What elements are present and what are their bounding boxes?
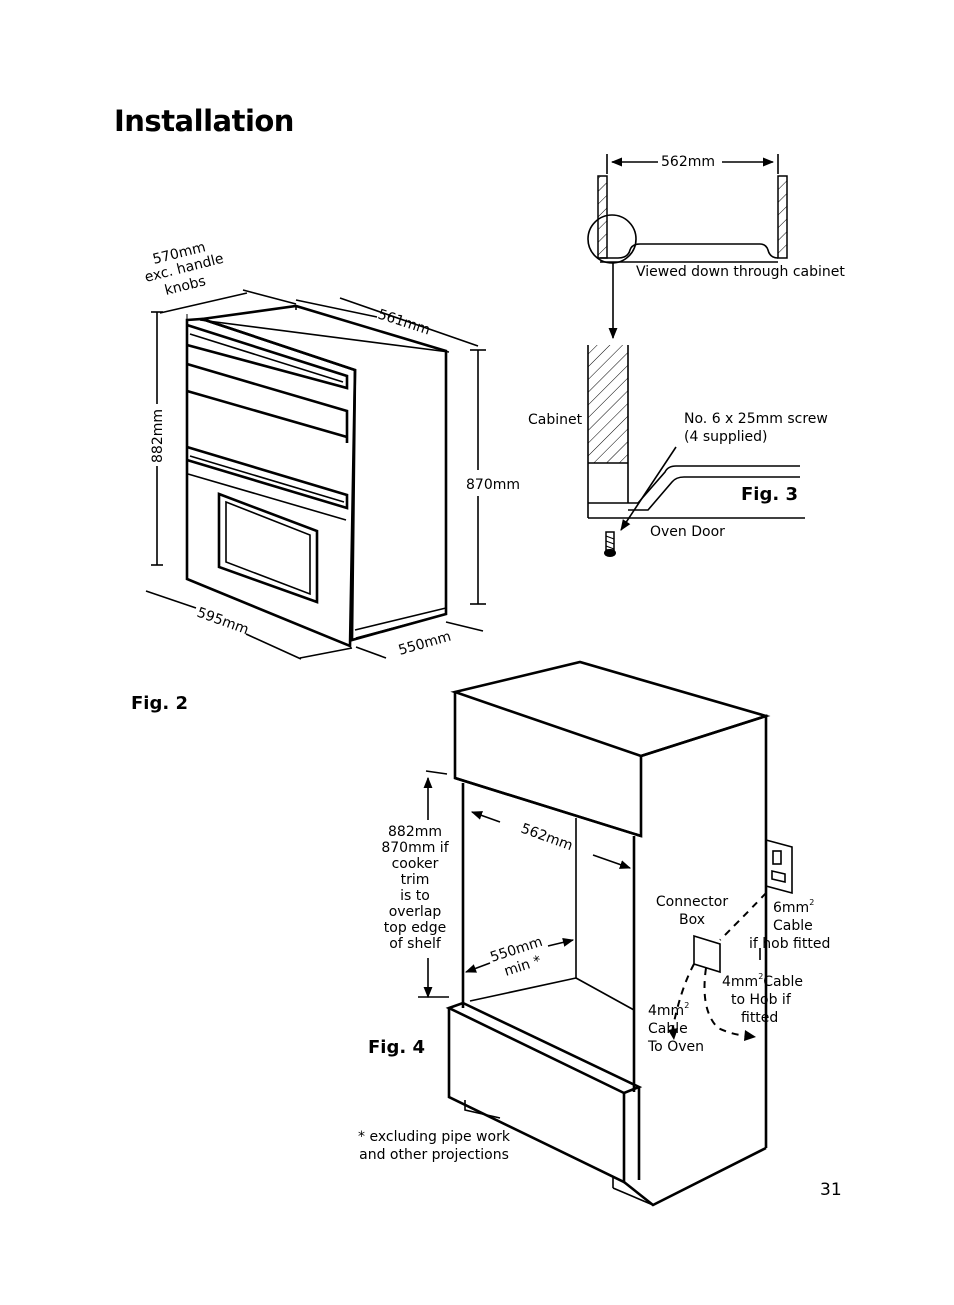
depth-bottom-label: 550mm — [397, 629, 453, 659]
cabinet-label: Cabinet — [528, 412, 583, 428]
fig4-height-line-8: of shelf — [389, 936, 442, 952]
figure-4-housing-unit: 882mm 870mm if cooker trim is to overlap… — [358, 660, 830, 1207]
figure-2-oven-dimensions: 570mm exc. handle knobs 561mm 882mm — [131, 239, 520, 714]
cable-4mm-hob-line-2: to Hob if — [731, 992, 792, 1008]
screw-label-line-2: (4 supplied) — [684, 429, 768, 445]
fig3-width-label: 562mm — [661, 154, 715, 170]
cable-4mm-hob-line-3: fitted — [741, 1010, 778, 1026]
cable-6mm-line-3: if hob fitted — [749, 936, 830, 952]
viewed-down-note: Viewed down through cabinet — [636, 264, 845, 280]
cable-6mm-line-2: Cable — [773, 918, 813, 934]
oven-door-label: Oven Door — [650, 524, 725, 540]
dimension-561mm: 561mm — [295, 297, 479, 347]
cable-6mm-label: 6mm2 — [773, 898, 814, 916]
figure-3-cabinet-fixing: 562mm Viewed down through cabinet — [528, 154, 845, 557]
fig4-height-line-6: overlap — [389, 904, 442, 920]
footnote-line-2: and other projections — [359, 1147, 509, 1163]
dimension-882mm: 882mm — [150, 311, 166, 566]
plan-view-drawing — [587, 175, 788, 340]
page-title: Installation — [114, 104, 294, 138]
screw-icon — [604, 531, 616, 557]
cable-4mm-oven-line-3: To Oven — [647, 1039, 704, 1055]
dimension-562mm-fig3: 562mm — [606, 154, 779, 174]
dimension-570mm: 570mm exc. handle knobs — [143, 239, 297, 319]
connector-box-label-1: Connector — [656, 894, 728, 910]
fig4-height-line-3: cooker — [392, 856, 439, 872]
dimension-870mm: 870mm — [466, 349, 520, 605]
fig4-height-line-4: trim — [401, 872, 430, 888]
housing-unit-drawing — [445, 660, 793, 1207]
connector-box-label-2: Box — [679, 912, 705, 928]
fig-3-caption: Fig. 3 — [741, 484, 798, 505]
fig4-width-label: 562mm — [519, 821, 575, 855]
socket-outlet-icon — [765, 838, 793, 895]
fig-2-caption: Fig. 2 — [131, 693, 188, 714]
dimension-595mm: 595mm — [145, 590, 353, 660]
height-870-label: 870mm — [466, 477, 520, 493]
dimension-550mm: 550mm — [355, 621, 484, 659]
dimension-562mm-fig4: 562mm — [470, 811, 632, 869]
cabinet-section-drawing — [587, 345, 805, 557]
footnote-line-1: * excluding pipe work — [358, 1129, 511, 1145]
screw-label-line-1: No. 6 x 25mm screw — [684, 411, 828, 427]
fig4-height-line-1: 882mm — [388, 824, 442, 840]
fig4-height-line-5: is to — [400, 888, 430, 904]
dimension-882mm-fig4 — [418, 770, 449, 999]
fig-4-caption: Fig. 4 — [368, 1037, 425, 1058]
cable-4mm-hob-label: 4mm2Cable — [722, 972, 803, 990]
connector-box-icon — [693, 934, 721, 974]
width-595-label: 595mm — [195, 605, 251, 639]
cable-4mm-oven-label: 4mm2 — [648, 1001, 689, 1019]
fig4-height-line-2: 870mm if — [381, 840, 449, 856]
fig4-height-line-7: top edge — [384, 920, 446, 936]
page-number: 31 — [820, 1180, 842, 1200]
cable-4mm-oven-line-2: Cable — [648, 1021, 688, 1037]
dimension-550mm-fig4: 550mm min * — [464, 934, 575, 980]
height-882-label: 882mm — [150, 409, 166, 463]
oven-body-drawing — [185, 304, 450, 648]
